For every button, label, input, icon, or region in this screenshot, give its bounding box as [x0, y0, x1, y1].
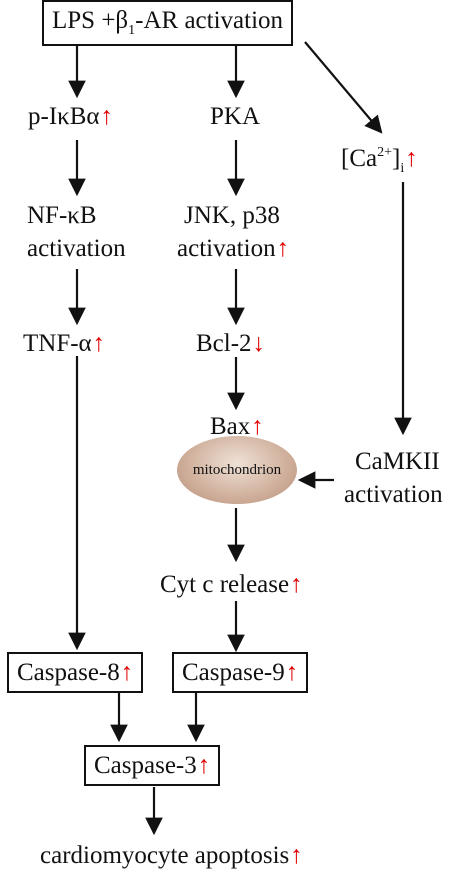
node-jnk-p38: JNK, p38: [184, 202, 280, 229]
node-cardiomyocyte-apoptosis: cardiomyocyte apoptosis↑: [40, 842, 303, 869]
node-cyt-c-release: Cyt c release↑: [160, 571, 303, 598]
node-pka: PKA: [210, 104, 260, 129]
node-nfkb-activation: activation: [27, 235, 126, 262]
up-arrow-icon: ↑: [276, 235, 290, 262]
up-arrow-icon: ↑: [100, 103, 114, 130]
node-caspase-3: Caspase-3↑: [84, 745, 221, 786]
node-nfkb: NF-κB: [27, 202, 97, 229]
node-p-ikba: p-IκBα↑: [28, 104, 113, 129]
up-arrow-icon: ↑: [92, 330, 106, 357]
up-arrow-icon: ↑: [285, 659, 299, 686]
down-arrow-icon: ↓: [252, 330, 266, 357]
node-tnf-alpha: TNF-α↑: [23, 330, 106, 357]
node-bax: Bax↑: [210, 413, 264, 440]
mitochondrion-label: mitochondrion: [192, 461, 282, 478]
up-arrow-icon: ↑: [405, 145, 418, 172]
up-arrow-icon: ↑: [290, 571, 303, 598]
node-calcium: [Ca2+]i↑: [341, 145, 418, 176]
node-bcl2: Bcl-2↓: [196, 330, 266, 357]
node-jnk-activation: activation↑: [177, 235, 290, 262]
node-label: PKA: [210, 103, 261, 130]
up-arrow-icon: ↑: [251, 413, 264, 440]
node-label: p-IκBα: [28, 103, 100, 130]
node-camkii-activation: activation: [344, 481, 443, 508]
mitochondrion-shape: mitochondrion: [177, 436, 297, 504]
up-arrow-icon: ↑: [197, 752, 211, 779]
node-caspase-9: Caspase-9↑: [172, 652, 309, 693]
arrow-top-to-ca: [304, 41, 383, 134]
node-lps-b1ar-activation: LPS +β1-AR activation: [42, 0, 294, 46]
up-arrow-icon: ↑: [120, 659, 134, 686]
node-caspase-8: Caspase-8↑: [7, 652, 144, 693]
up-arrow-icon: ↑: [290, 842, 303, 869]
node-camkii: CaMKII: [355, 448, 440, 475]
